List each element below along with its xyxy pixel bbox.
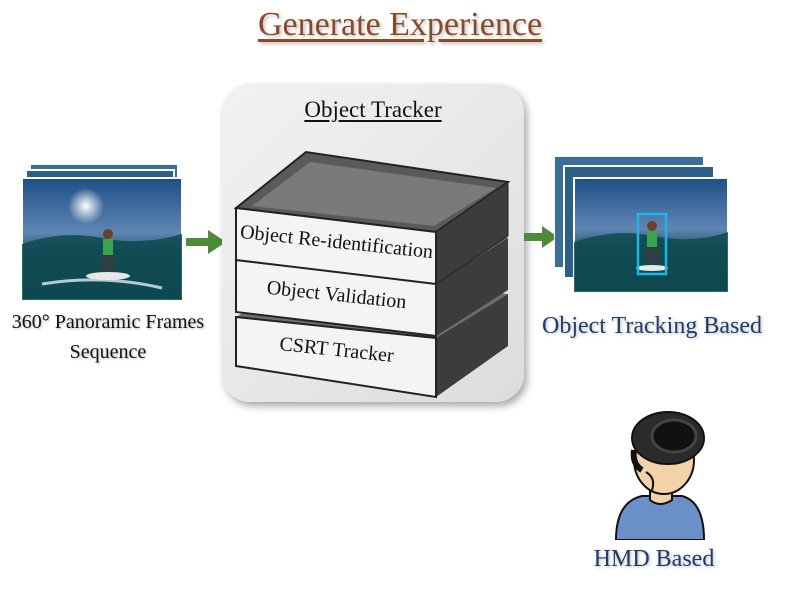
vr-headset-user-icon <box>614 411 706 540</box>
headset <box>630 411 705 473</box>
tracked-frame-front <box>573 177 729 293</box>
object-tracker-panel: Object Tracker CSRT Tracker Object Valid… <box>222 84 524 402</box>
tracker-title: Object Tracker <box>304 97 442 122</box>
frame-front <box>22 177 183 301</box>
right-arrow-icon <box>186 230 226 254</box>
layer-object-reidentification: Object Re-identification <box>233 150 511 286</box>
input-caption-line2: Sequence <box>69 341 147 363</box>
diagram-title: Generate Experience <box>257 6 543 43</box>
shoulders <box>614 495 706 540</box>
right-arrow-icon <box>524 226 558 248</box>
panoramic-frames-stack <box>22 164 183 301</box>
tracking-bounding-box <box>636 212 668 276</box>
hmd-caption: HMD Based <box>593 546 715 572</box>
input-caption-line1: 360° Panoramic Frames <box>11 311 205 333</box>
surfer-figure-right <box>636 221 668 271</box>
surfer-figure-left <box>86 229 130 280</box>
tracker-layer-stack: CSRT Tracker Object Validation Object Re… <box>233 150 511 399</box>
input-caption: 360° Panoramic Frames Sequence <box>6 307 210 367</box>
output-caption: Object Tracking Based <box>542 313 762 339</box>
tracked-frames-stack <box>554 156 729 293</box>
